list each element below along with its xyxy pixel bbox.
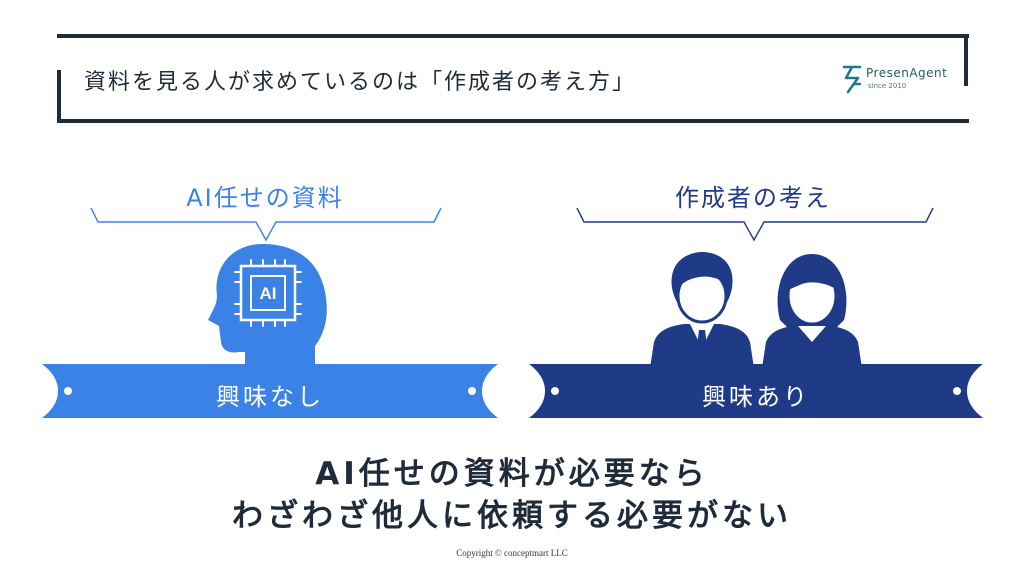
- header-frame-top: [57, 34, 969, 38]
- logo-name: PresenAgent: [866, 66, 948, 80]
- message-line-2: わざわざ他人に依頼する必要がない: [232, 498, 792, 534]
- message-line-1: AI任せの資料が必要なら: [315, 456, 709, 492]
- woman-avatar-icon: [762, 254, 862, 368]
- header-frame-right: [964, 34, 968, 86]
- ai-head-icon: AI: [208, 244, 327, 368]
- copyright-text: Copyright © conceptmart LLC: [456, 548, 568, 558]
- ribbon-has-interest-label: 興味あり: [702, 383, 810, 411]
- header-frame-bottom: [57, 119, 969, 123]
- logo-since: since 2010: [868, 82, 907, 90]
- right-panel-label: 作成者の考え: [675, 184, 831, 212]
- ribbon-has-interest-shape: [529, 364, 983, 418]
- ribbon-has-interest: 興味あり: [529, 364, 983, 418]
- man-avatar-icon: [650, 252, 754, 368]
- left-speech-bracket: [90, 207, 442, 242]
- presenagent-logo-icon: [842, 65, 862, 94]
- ai-chip-label: AI: [260, 284, 277, 303]
- page-title: 資料を見る人が求めているのは「作成者の考え方」: [84, 70, 637, 95]
- right-speech-bracket: [576, 207, 934, 242]
- presenagent-logo: PresenAgent since 2010: [840, 62, 950, 98]
- header-frame-left: [57, 70, 61, 123]
- ribbon-no-interest-label: 興味なし: [216, 383, 324, 411]
- left-panel-label: AI任せの資料: [186, 184, 344, 212]
- ribbon-no-interest-shape: [42, 364, 498, 418]
- ribbon-no-interest: 興味なし: [42, 364, 498, 418]
